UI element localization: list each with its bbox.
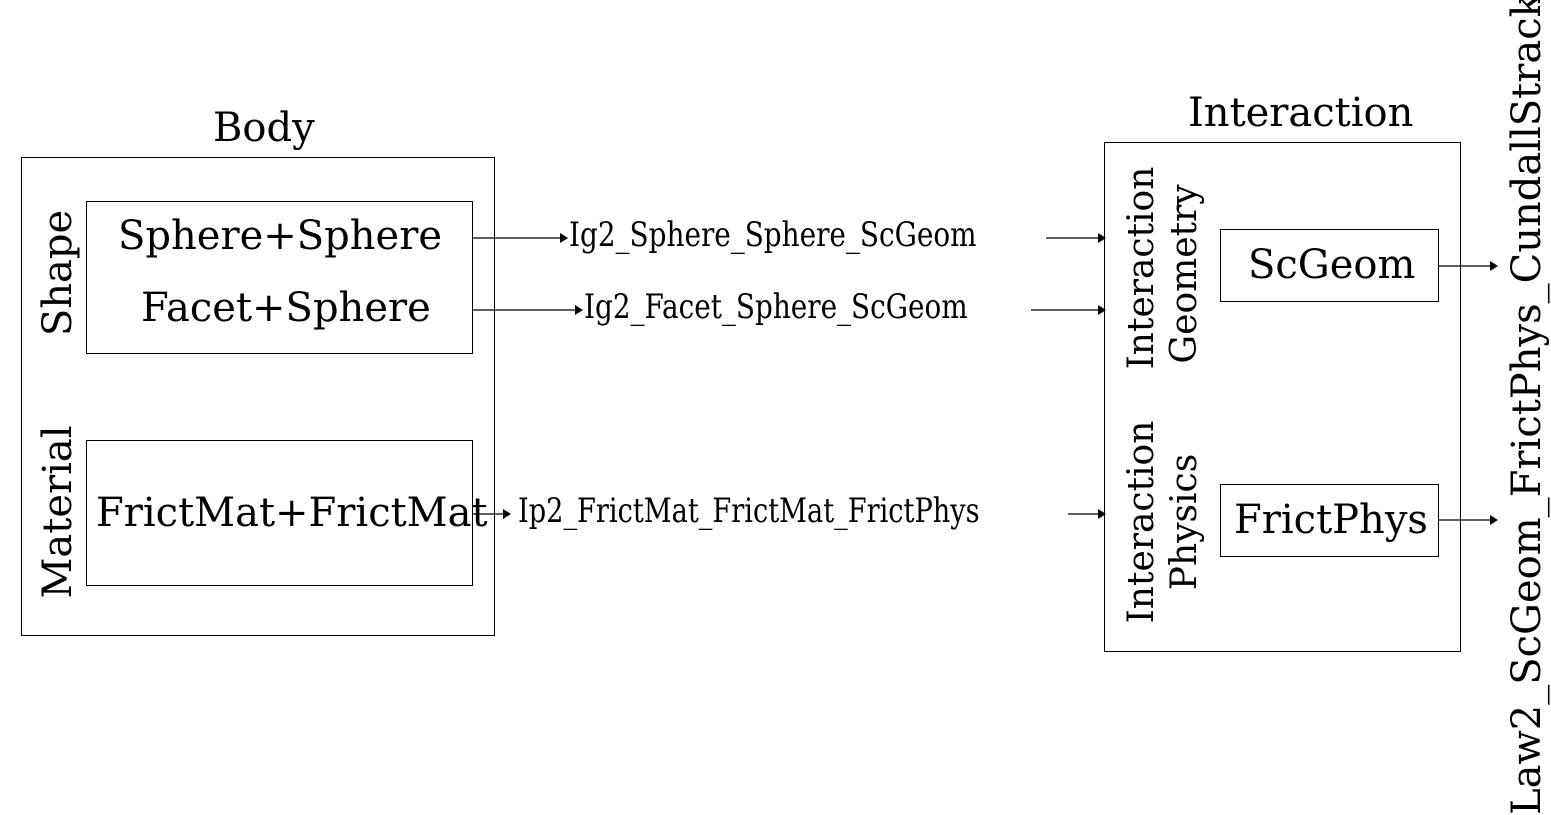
shape-item-sphere-sphere: Sphere+Sphere bbox=[118, 213, 442, 259]
functor-ig2-sphere-sphere: Ig2_Sphere_Sphere_ScGeom bbox=[569, 215, 977, 255]
interaction-box bbox=[1104, 142, 1461, 652]
interaction-title: Interaction bbox=[1188, 90, 1414, 136]
body-title: Body bbox=[213, 105, 315, 151]
arrowhead bbox=[1098, 305, 1106, 315]
functor-ip2-frictmat: Ip2_FrictMat_FrictMat_FrictPhys bbox=[518, 491, 980, 531]
arrowhead bbox=[1098, 233, 1106, 243]
functor-ig2-facet-sphere: Ig2_Facet_Sphere_ScGeom bbox=[584, 287, 968, 327]
geometry-class-box bbox=[1220, 229, 1439, 302]
physics-class-box bbox=[1220, 484, 1439, 557]
material-box bbox=[86, 440, 473, 586]
arrowhead bbox=[1490, 515, 1498, 525]
body-box bbox=[21, 157, 495, 636]
physics-class-frictphys: FrictPhys bbox=[1234, 497, 1428, 543]
shape-item-facet-sphere: Facet+Sphere bbox=[141, 285, 431, 331]
arrowhead bbox=[1098, 509, 1106, 519]
shape-box bbox=[86, 201, 473, 354]
arrowhead bbox=[503, 509, 511, 519]
geometry-class-scgeom: ScGeom bbox=[1248, 242, 1416, 288]
arrowhead bbox=[575, 305, 583, 315]
arrowhead bbox=[1490, 261, 1498, 271]
material-item-frictmat: FrictMat+FrictMat bbox=[96, 490, 488, 536]
arrowhead bbox=[560, 233, 568, 243]
